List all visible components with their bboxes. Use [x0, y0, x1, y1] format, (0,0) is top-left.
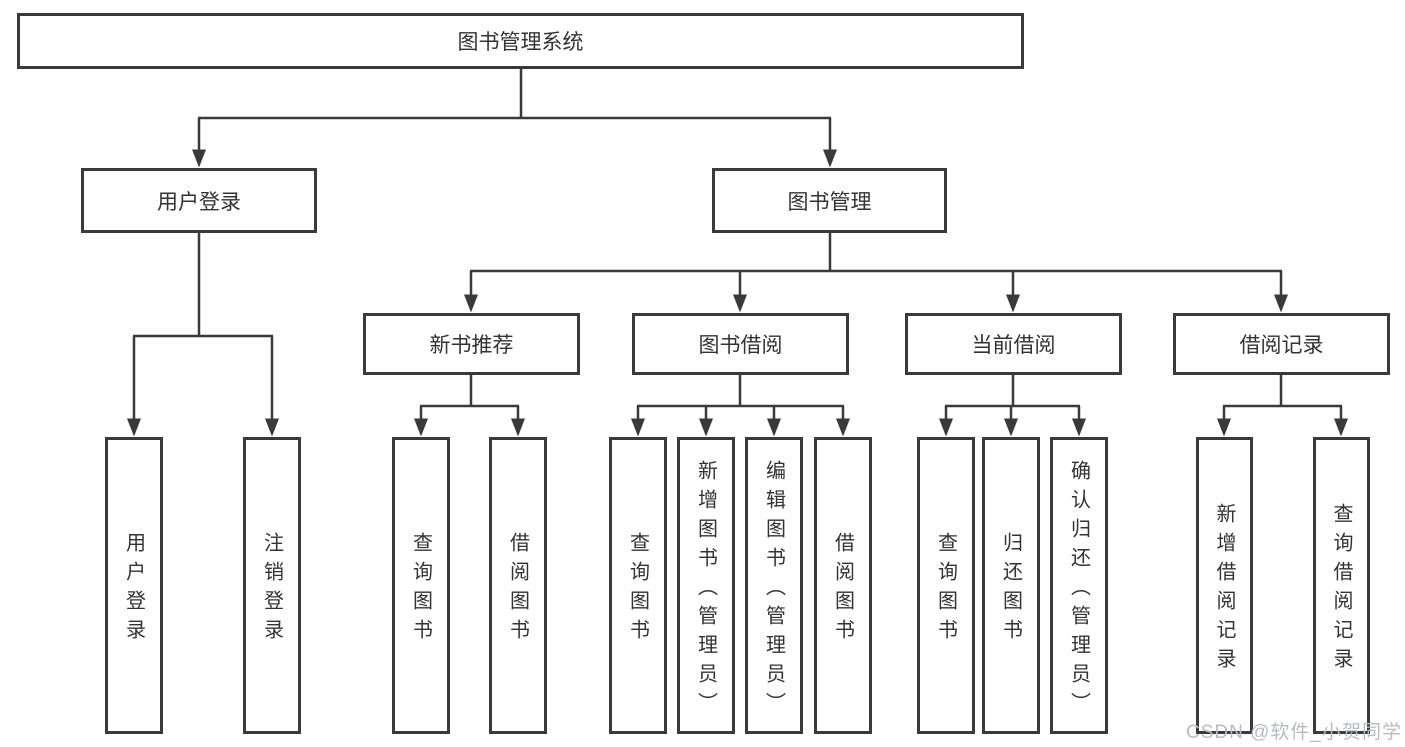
node-leaf-logout: 注销登录	[243, 437, 301, 734]
node-book-management: 图书管理	[712, 168, 947, 233]
node-leaf-query-book-recommend: 查询图书	[392, 437, 450, 734]
node-leaf-add-borrow-record: 新增借阅记录	[1196, 437, 1253, 734]
node-leaf-query-book-borrow: 查询图书	[609, 437, 667, 734]
node-leaf-confirm-return-admin-label: 确认归还（管理员）	[1067, 459, 1090, 721]
node-leaf-return-book-label: 归还图书	[999, 532, 1022, 648]
node-leaf-query-book-current: 查询图书	[917, 437, 975, 734]
node-leaf-user-login: 用户登录	[105, 437, 163, 734]
node-borrow-record-label: 借阅记录	[1239, 334, 1324, 357]
node-leaf-query-borrow-record-label: 查询借阅记录	[1330, 503, 1352, 677]
node-user-login-label: 用户登录	[157, 190, 241, 214]
node-leaf-query-book-borrow-label: 查询图书	[626, 532, 649, 648]
node-leaf-query-borrow-record: 查询借阅记录	[1313, 437, 1370, 734]
node-user-login: 用户登录	[81, 168, 317, 233]
node-leaf-edit-book-admin: 编辑图书（管理员）	[745, 437, 803, 734]
node-leaf-borrow-book-recommend-label: 借阅图书	[506, 532, 529, 648]
node-borrow-record: 借阅记录	[1173, 313, 1390, 375]
node-root-label: 图书管理系统	[457, 31, 584, 54]
node-leaf-confirm-return-admin: 确认归还（管理员）	[1050, 437, 1108, 734]
node-leaf-borrow-book-recommend: 借阅图书	[489, 437, 547, 734]
node-leaf-add-borrow-record-label: 新增借阅记录	[1213, 503, 1235, 677]
node-new-book-recommend-label: 新书推荐	[429, 334, 514, 357]
node-leaf-add-book-admin: 新增图书（管理员）	[677, 437, 735, 734]
node-current-borrow: 当前借阅	[905, 313, 1122, 375]
node-leaf-logout-label: 注销登录	[260, 532, 283, 648]
node-book-borrow-label: 图书借阅	[698, 334, 783, 357]
node-book-borrow: 图书借阅	[632, 313, 849, 375]
csdn-watermark: CSDN @软件_小贺同学	[1186, 722, 1402, 743]
node-leaf-return-book: 归还图书	[982, 437, 1040, 734]
node-leaf-add-book-admin-label: 新增图书（管理员）	[694, 459, 717, 721]
node-leaf-borrow-book: 借阅图书	[814, 437, 872, 734]
node-root-system: 图书管理系统	[17, 13, 1024, 69]
node-leaf-query-book-current-label: 查询图书	[934, 532, 957, 648]
node-leaf-borrow-book-label: 借阅图书	[831, 532, 854, 648]
node-book-management-label: 图书管理	[787, 190, 872, 214]
node-leaf-query-book-recommend-label: 查询图书	[409, 532, 432, 648]
node-leaf-edit-book-admin-label: 编辑图书（管理员）	[762, 459, 785, 721]
node-leaf-user-login-label: 用户登录	[122, 532, 145, 648]
node-new-book-recommend: 新书推荐	[363, 313, 580, 375]
node-current-borrow-label: 当前借阅	[971, 334, 1056, 357]
